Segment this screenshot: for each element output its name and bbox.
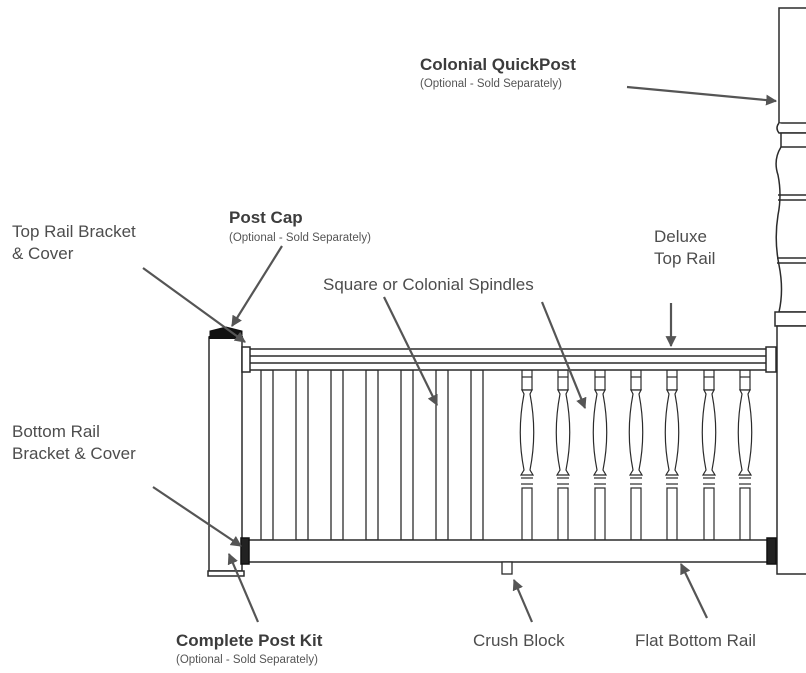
arrow-icon <box>680 563 708 619</box>
arrow-icon <box>142 267 246 343</box>
arrow-icon <box>383 296 438 406</box>
post-cap-label: Post Cap <box>229 208 303 227</box>
deluxe-top-rail-label-line2: Top Rail <box>654 249 716 268</box>
flat-bottom-rail <box>247 539 769 563</box>
complete-post-kit-note: (Optional - Sold Separately) <box>176 654 318 666</box>
colonial-spindle <box>628 369 644 541</box>
crush-block <box>501 561 513 575</box>
top-rail-bracket <box>241 346 777 373</box>
bottom-rail-bracket-label-line1: Bottom Rail <box>12 422 100 441</box>
colonial-spindle <box>701 369 717 541</box>
crush-block-label: Crush Block <box>473 631 565 650</box>
arrow-icon <box>626 85 778 106</box>
colonial-spindle <box>519 369 535 541</box>
top-rail-bracket-label-line1: Top Rail Bracket <box>12 222 136 241</box>
deluxe-top-rail-label-line1: Deluxe <box>654 227 707 246</box>
left-post <box>207 336 245 577</box>
colonial-spindle <box>737 369 753 541</box>
colonial-spindle <box>592 369 608 541</box>
leader-arrows <box>142 85 778 623</box>
bottom-rail-bracket-label-line2: Bracket & Cover <box>12 444 136 463</box>
top-rail-bracket-label-line2: & Cover <box>12 244 74 263</box>
colonial-spindles <box>519 369 753 541</box>
deluxe-top-rail <box>247 348 769 371</box>
colonial-quickpost <box>774 7 806 575</box>
arrow-icon <box>540 301 587 410</box>
arrow-icon <box>227 552 260 623</box>
colonial-spindle <box>555 369 571 541</box>
post-cap-note: (Optional - Sold Separately) <box>229 232 371 244</box>
colonial-spindle <box>664 369 680 541</box>
square-spindles <box>260 369 484 541</box>
complete-post-kit-label: Complete Post Kit <box>176 631 323 650</box>
arrow-icon <box>512 578 534 623</box>
bottom-rail-bracket <box>240 537 777 565</box>
arrow-icon <box>152 486 242 547</box>
arrow-icon <box>231 245 283 327</box>
colonial-quickpost-note: (Optional - Sold Separately) <box>420 78 562 90</box>
flat-bottom-rail-label: Flat Bottom Rail <box>635 631 756 650</box>
spindles-label: Square or Colonial Spindles <box>323 275 534 294</box>
colonial-quickpost-label: Colonial QuickPost <box>420 55 576 74</box>
